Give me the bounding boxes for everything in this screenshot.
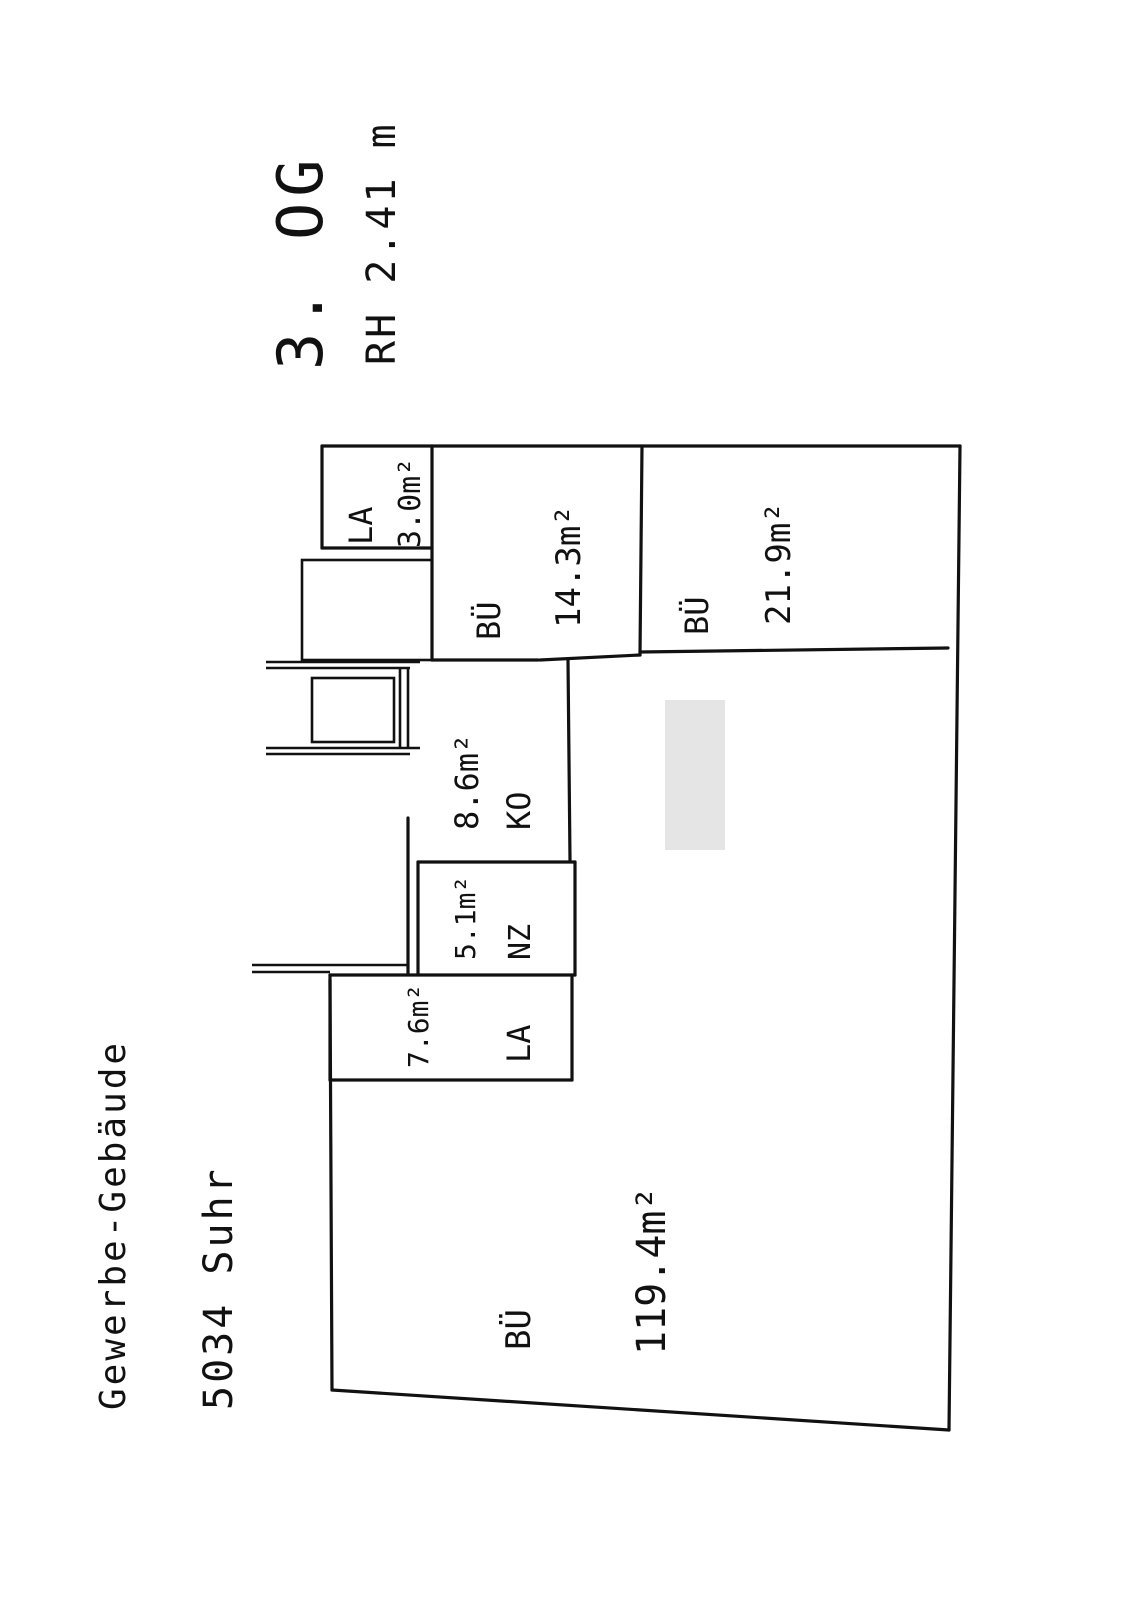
stair-and-lift-details	[252, 558, 434, 974]
room-area-la-76: 7.6m²	[402, 984, 435, 1068]
lift-shaft	[310, 676, 396, 744]
room-code-nz: NZ	[503, 924, 538, 960]
building-type-label: Gewerbe-Gebäude	[93, 1040, 134, 1410]
stair-block	[300, 558, 434, 662]
room-labels: LA 3.0m² BÜ 14.3m² BÜ 21.9m² 8.6m² KO 5.…	[342, 458, 799, 1355]
faint-stamp-mark	[665, 700, 725, 850]
room-height-label: RH 2.41 m	[359, 121, 405, 365]
room-area-bu-21: 21.9m²	[759, 502, 799, 625]
room-area-bu-main: 119.4m²	[629, 1186, 675, 1355]
room-code-bu-14: BÜ	[470, 601, 508, 640]
room-area-la-small: 3.0m²	[393, 458, 428, 548]
room-area-ko: 8.6m²	[448, 734, 486, 830]
room-code-ko: KO	[500, 791, 538, 830]
room-area-bu-14: 14.3m²	[549, 505, 589, 628]
room-code-bu-21: BÜ	[678, 596, 716, 635]
room-code-bu-main: BÜ	[498, 1309, 539, 1350]
wall-lines	[320, 444, 962, 1432]
room-area-nz: 5.1m²	[449, 876, 482, 960]
floor-label: 3. OG	[264, 153, 337, 370]
building-location-label: 5034 Suhr	[196, 1166, 242, 1410]
room-code-la-76: LA	[500, 1024, 538, 1063]
room-code-la-small: LA	[342, 506, 380, 545]
title-block: 3. OG RH 2.41 m Gewerbe-Gebäude 5034 Suh…	[93, 121, 405, 1410]
